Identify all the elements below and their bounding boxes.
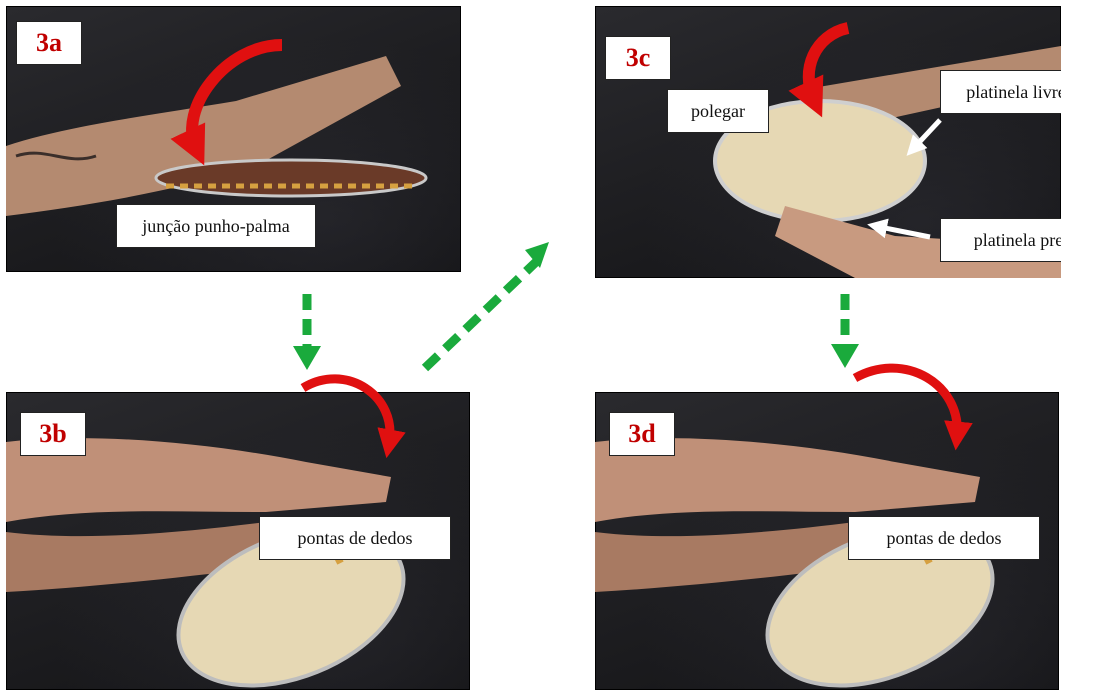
photo-3c: 3c polegar platinela livre platinela pre… — [595, 6, 1061, 278]
label-fingertips-3b: pontas de dedos — [259, 516, 451, 560]
panel-tag-3d: 3d — [609, 412, 675, 456]
sequence-arrow-3c-to-3d — [831, 294, 859, 368]
photo-3a: 3a junção punho-palma — [6, 6, 461, 272]
label-thumb: polegar — [667, 89, 769, 133]
panel-tag-3a: 3a — [16, 21, 82, 65]
label-fingertips-3d: pontas de dedos — [848, 516, 1040, 560]
panel-tag-3c: 3c — [605, 36, 671, 80]
sequence-arrow-3a-to-3b — [293, 294, 321, 370]
photo-3d: 3d pontas de dedos — [595, 392, 1059, 690]
panel-tag-3b: 3b — [20, 412, 86, 456]
label-wrist-palm-junction: junção punho-palma — [116, 204, 316, 248]
label-held-jingle: platinela presa — [940, 218, 1061, 262]
label-free-jingle: platinela livre — [940, 70, 1061, 114]
photo-3b: 3b pontas de dedos — [6, 392, 470, 690]
